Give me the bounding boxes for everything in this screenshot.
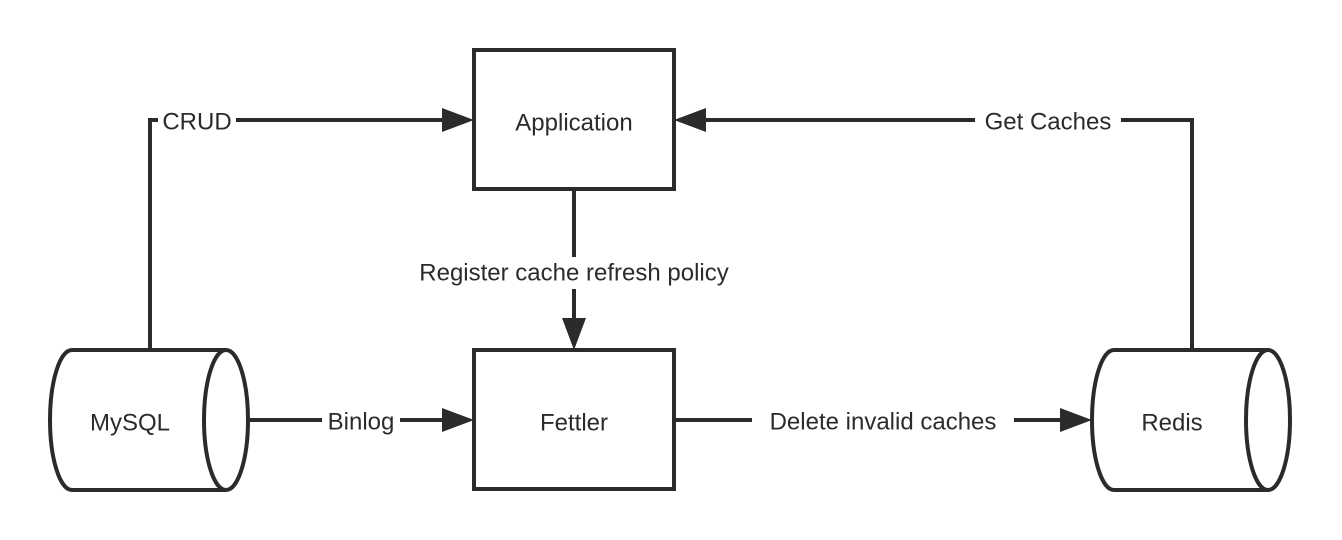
node-redis: Redis xyxy=(1090,348,1292,492)
node-mysql: MySQL xyxy=(48,348,250,492)
edge-get-caches-label-bg xyxy=(975,106,1121,136)
application-label: Application xyxy=(515,110,632,137)
edge-register-policy: Register cache refresh policy xyxy=(394,189,754,350)
mysql-label: MySQL xyxy=(90,410,170,437)
edge-register-policy-label: Register cache refresh policy xyxy=(419,260,728,287)
node-application: Application xyxy=(472,48,676,191)
edge-delete-invalid-arrowhead xyxy=(1060,408,1092,432)
edge-get-caches-line xyxy=(706,118,1194,350)
edge-get-caches: Get Caches xyxy=(674,106,1194,350)
node-fettler: Fettler xyxy=(472,348,676,491)
edge-crud-line xyxy=(148,118,442,350)
edge-delete-invalid: Delete invalid caches xyxy=(674,406,1092,436)
edge-delete-invalid-label: Delete invalid caches xyxy=(770,409,997,436)
edge-crud-arrowhead xyxy=(442,108,474,132)
application-box xyxy=(472,48,676,191)
edge-get-caches-label: Get Caches xyxy=(985,109,1112,136)
redis-label: Redis xyxy=(1141,410,1202,437)
edge-binlog-arrowhead xyxy=(442,408,474,432)
edge-delete-invalid-label-bg xyxy=(752,406,1014,436)
edge-crud-label: CRUD xyxy=(162,109,231,136)
edge-binlog: Binlog xyxy=(248,406,474,436)
edge-crud-label-bg xyxy=(158,106,236,136)
fettler-label: Fettler xyxy=(540,410,608,437)
redis-cylinder-face xyxy=(1244,348,1269,492)
edge-register-policy-arrowhead xyxy=(562,318,586,350)
edge-binlog-label-bg xyxy=(322,406,400,436)
edge-get-caches-arrowhead xyxy=(674,108,706,132)
mysql-cylinder-face xyxy=(202,348,227,492)
fettler-box xyxy=(472,348,676,491)
edge-crud: CRUD xyxy=(148,106,474,350)
edge-binlog-label: Binlog xyxy=(328,409,395,436)
edge-register-policy-label-bg xyxy=(394,257,754,289)
